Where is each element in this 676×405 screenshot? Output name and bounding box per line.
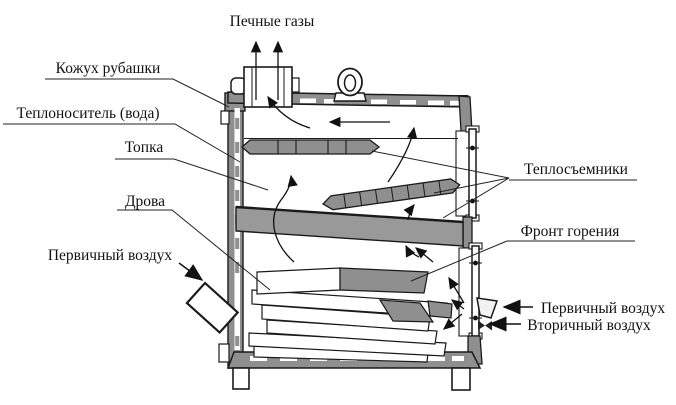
air-spray-arrow (414, 247, 434, 263)
label-heat-carrier: Теплоноситель (вода) (16, 105, 159, 122)
label-jacket-casing: Кожух рубашки (56, 60, 161, 77)
flow-arrows (250, 40, 465, 330)
heat-remover-bar-lower (321, 178, 461, 211)
label-firewood: Дрова (125, 193, 165, 210)
leader-combustion-front (410, 240, 508, 282)
secondary-air-valve (478, 320, 492, 331)
flow-arrow-below-slab (405, 244, 420, 258)
heat-remover-bar-upper (241, 139, 381, 155)
label-combustion-front: Фронт горения (521, 223, 620, 240)
lower-door (458, 242, 483, 340)
air-spray-arrow (443, 313, 463, 330)
leader-heat-removers (442, 177, 510, 219)
flow-curve-to-chimney (267, 95, 311, 129)
primary-air-funnel (476, 297, 499, 319)
air-spray-arrow (448, 276, 465, 304)
leader-heat-removers (371, 150, 510, 179)
label-primary-air-right: Первичный воздух (541, 300, 666, 317)
leg-right (451, 367, 471, 391)
upper-door (455, 125, 480, 222)
log-burning (378, 299, 435, 323)
label-secondary-air: Вторичный воздух (527, 317, 651, 334)
label-heat-removers: Теплосъемники (524, 161, 628, 178)
wall-pipe-stub (220, 110, 230, 125)
label-primary-air-left: Первичный воздух (48, 247, 173, 264)
primary-air-left-arrow (178, 262, 204, 281)
flow-curve-upper-right (387, 126, 418, 183)
label-firebox: Топка (125, 139, 164, 156)
hearth-slab (235, 205, 464, 247)
label-flue-gases: Печные газы (230, 13, 315, 30)
leader-jacket-casing (45, 78, 230, 108)
lifting-eye (333, 67, 367, 102)
leader-heat-carrier (3, 123, 241, 163)
labels: Печные газы Кожух рубашки Теплоноситель … (16, 13, 665, 334)
leg-left (232, 367, 250, 390)
log-burning (339, 267, 429, 294)
cover-dashes (300, 98, 461, 106)
flow-curve-mid-left (273, 174, 298, 263)
log-burning (427, 300, 453, 319)
right-wall (455, 95, 483, 365)
leader-firebox (115, 158, 269, 191)
label-arrows (178, 262, 533, 332)
log (261, 304, 431, 332)
firewood-pile (248, 267, 453, 363)
air-spray-arrow (450, 299, 465, 311)
flow-arrow-above-slab (403, 203, 415, 221)
chimney-right-flange (291, 77, 300, 93)
wall-lower-tab (218, 343, 230, 363)
leader-lines (3, 78, 637, 291)
leader-firewood (117, 209, 271, 291)
left-air-chute (185, 281, 240, 335)
leader-heat-removers (433, 177, 510, 194)
